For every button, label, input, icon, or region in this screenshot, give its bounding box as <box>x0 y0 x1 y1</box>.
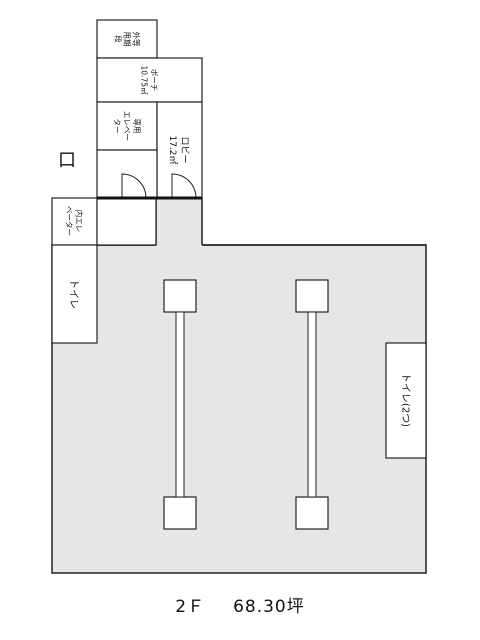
side-room <box>96 197 157 246</box>
corridor-floor <box>156 198 202 246</box>
column-top-right <box>295 279 329 313</box>
column-bottom-right <box>295 496 329 530</box>
floor-plan: 口 外等用期段ポーチ10.75㎡専用エレベーターロビー17.2㎡内エレベータート… <box>51 19 427 574</box>
mid-elevator-room <box>51 197 98 246</box>
mid-elevator-label: 内エレベーター <box>64 206 84 236</box>
floor-number: 2Ｆ <box>175 597 206 617</box>
door-swing-left <box>121 173 147 199</box>
toilet-left-room <box>51 244 98 344</box>
floor-caption: 2Ｆ 68.30坪 <box>0 592 480 617</box>
column-group <box>163 279 329 530</box>
floor-gap-cover <box>157 243 201 247</box>
door-swing-right <box>171 173 197 199</box>
beam-right <box>307 311 317 498</box>
column-bottom-left <box>163 496 197 530</box>
dedicated-elevator-room <box>96 101 158 151</box>
outdoor-unit-room <box>96 19 158 59</box>
floor-area-label: 68.30坪 <box>233 597 305 617</box>
floor-area <box>51 244 427 574</box>
beam-left <box>175 311 185 498</box>
toilet-right-label: トイレ(2つ) <box>400 373 411 427</box>
toilet-left-label: トイレ <box>68 279 79 309</box>
toilet-right-room <box>385 342 427 459</box>
lobby-label: ロビー17.2㎡ <box>167 135 190 164</box>
column-top-left <box>163 279 197 313</box>
dedicated-elevator-label: 専用エレベーター <box>112 111 142 141</box>
marker-symbol: 口 <box>58 150 76 171</box>
outdoor-unit-label: 外等用期段 <box>113 32 141 47</box>
porch-label: ポーチ10.75㎡ <box>139 66 158 95</box>
